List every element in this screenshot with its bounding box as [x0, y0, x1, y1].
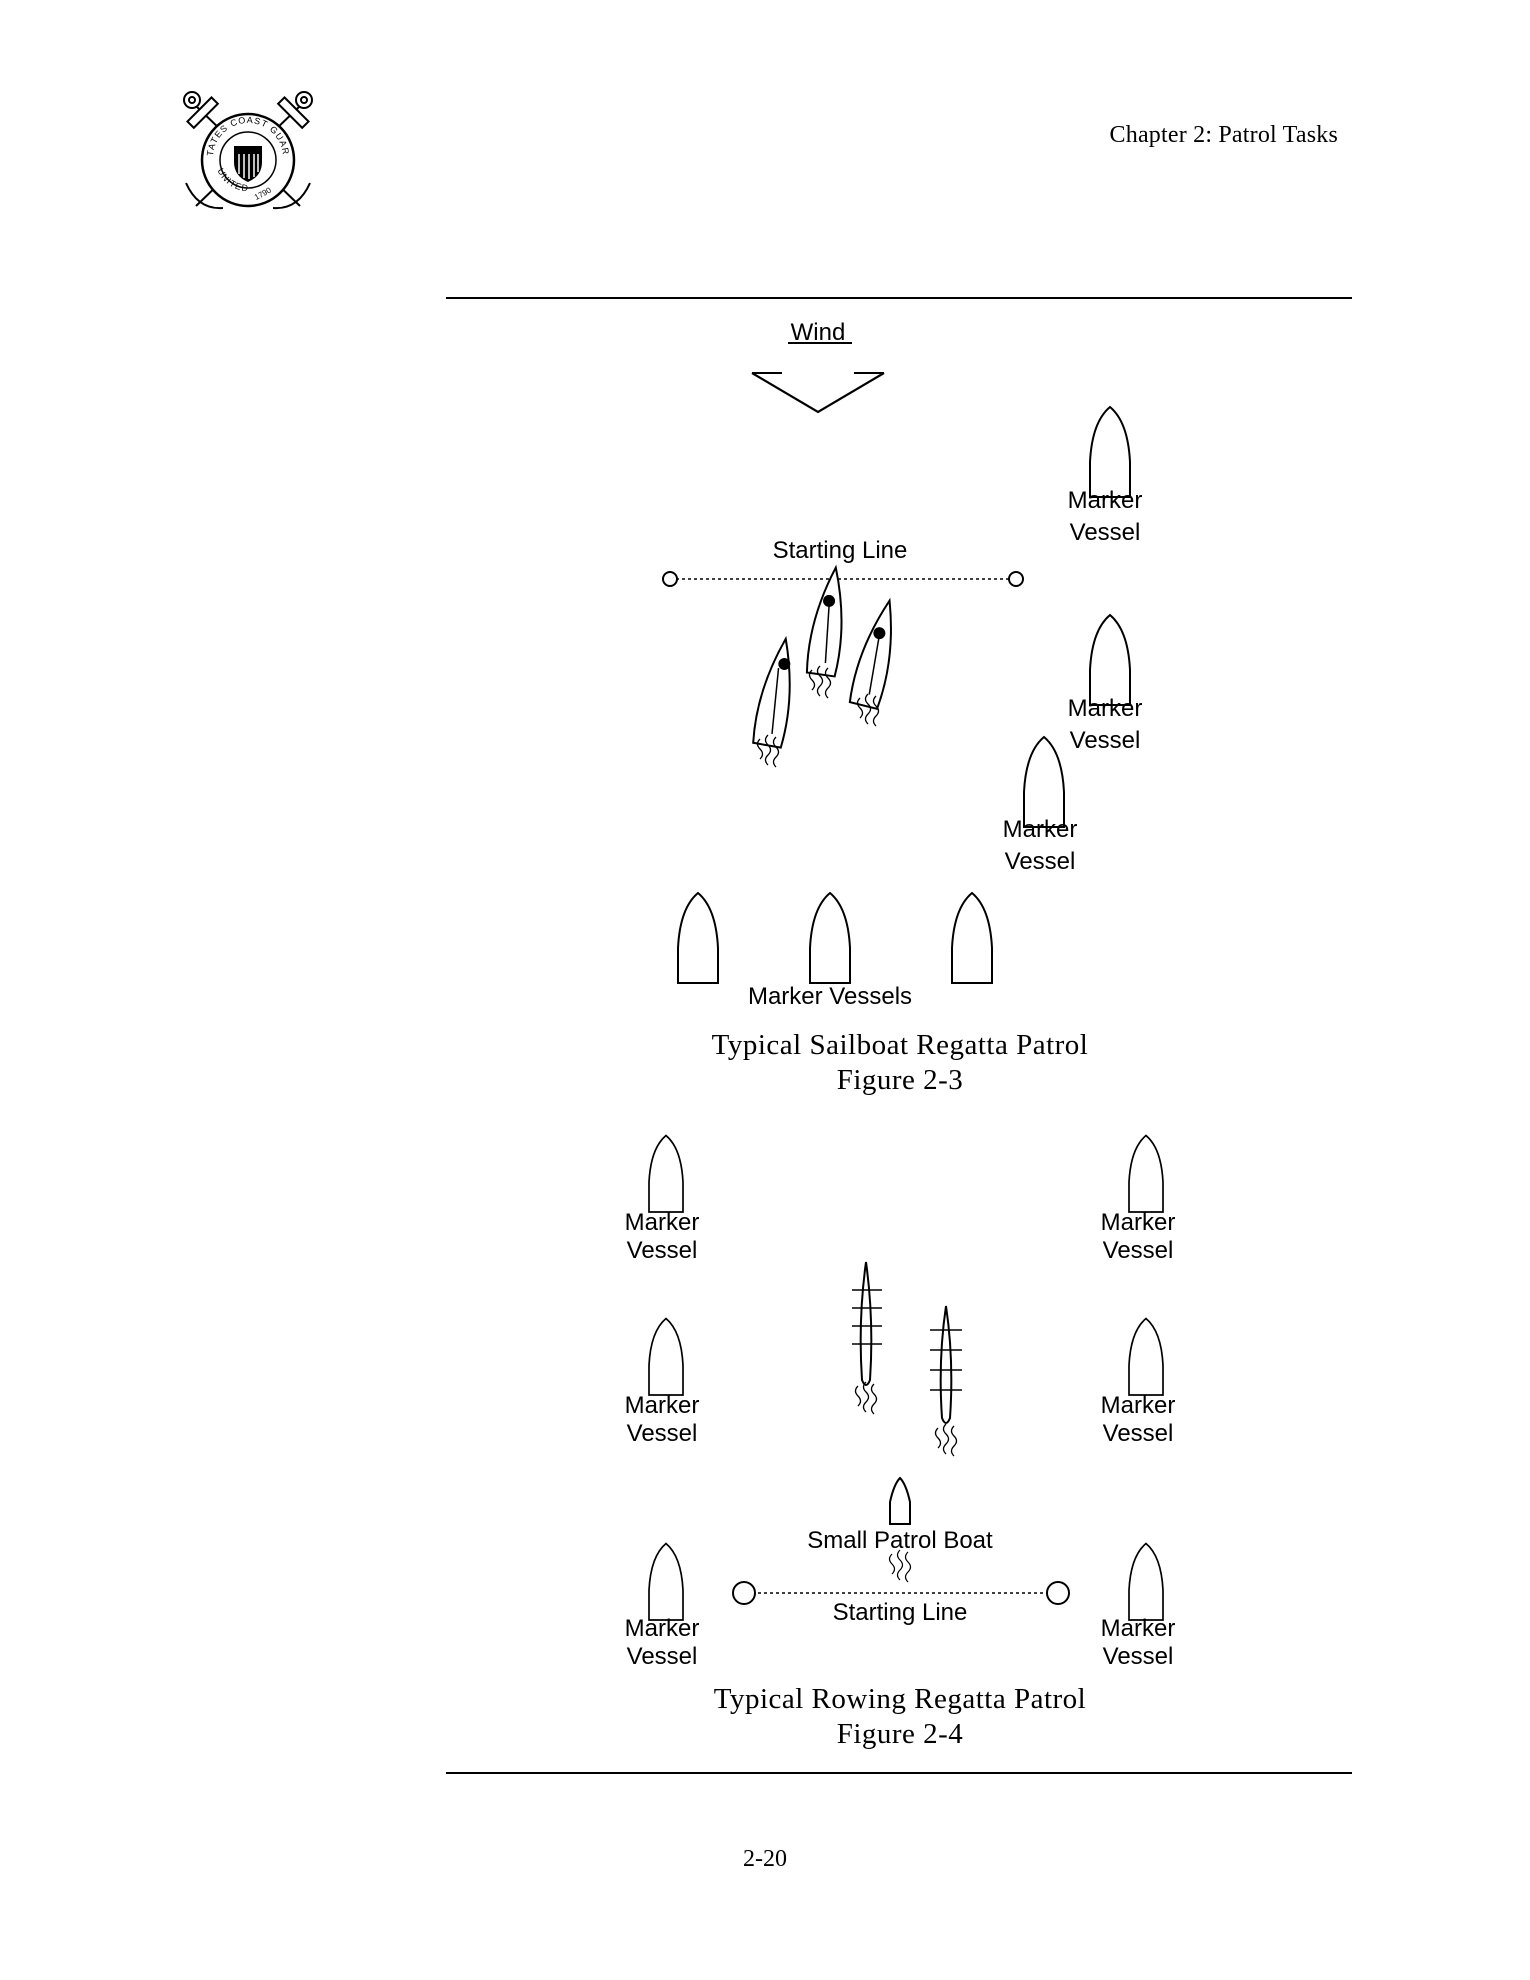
vessel-label: Vessel [627, 1237, 698, 1264]
vessel-label: Vessel [1103, 1420, 1174, 1447]
starting-line-fig4 [732, 1581, 1070, 1605]
rowing-shell [930, 1305, 962, 1457]
sailboat [804, 564, 853, 678]
vessel-label: Vessel [627, 1643, 698, 1670]
marker-label: Marker [625, 1615, 700, 1642]
marker-label: Marker [625, 1209, 700, 1236]
small-patrol-boat [888, 1476, 912, 1583]
marker-vessel [1128, 1542, 1164, 1621]
vessel-label: Vessel [1070, 519, 1141, 546]
caption-title: Typical Sailboat Regatta Patrol [711, 1029, 1089, 1061]
starting-line-label: Starting Line [833, 1599, 968, 1626]
caption-number: Figure 2-3 [836, 1064, 964, 1096]
marker-vessel [648, 1317, 684, 1396]
page-number: 2-20 [743, 1846, 787, 1872]
wind-label: Wind [791, 319, 846, 346]
marker-label: Marker [625, 1392, 700, 1419]
marker-label: Marker [1101, 1392, 1176, 1419]
marker-vessel [1089, 406, 1131, 498]
figure-bottom-rule [446, 1772, 1352, 1774]
figure-top-rule [446, 297, 1352, 299]
starting-line-label: Starting Line [773, 537, 908, 564]
marker-vessels-label: Marker Vessels [748, 983, 912, 1010]
vessel-label: Vessel [1103, 1643, 1174, 1670]
vessel-label: Vessel [1103, 1237, 1174, 1264]
vessel-label: Vessel [1005, 848, 1076, 875]
caption-number: Figure 2-4 [836, 1718, 964, 1750]
marker-vessel [1128, 1134, 1164, 1213]
patrol-boat-label: Small Patrol Boat [807, 1527, 993, 1554]
figure-caption: Typical Rowing Regatta Patrol Figure 2-4 [600, 1682, 1200, 1752]
chapter-header: Chapter 2: Patrol Tasks [1109, 122, 1338, 148]
marker-label: Marker [1101, 1209, 1176, 1236]
starting-line-fig3 [662, 571, 1024, 587]
marker-vessel [1023, 736, 1065, 828]
caption-title: Typical Rowing Regatta Patrol [713, 1683, 1087, 1715]
marker-label: Marker [1101, 1615, 1176, 1642]
marker-vessel [1089, 614, 1131, 706]
marker-label: Marker [1068, 695, 1143, 722]
marker-vessel [809, 892, 851, 984]
coast-guard-seal-icon: STATES COAST GUARD UNITED 1790 [178, 88, 313, 210]
marker-label: Marker [1068, 487, 1143, 514]
figure-caption: Typical Sailboat Regatta Patrol Figure 2… [600, 1028, 1200, 1098]
marker-vessel [677, 892, 719, 984]
vessel-label: Vessel [627, 1420, 698, 1447]
sailboat [847, 595, 906, 711]
rowing-shell [852, 1261, 882, 1415]
marker-label: Marker [1003, 816, 1078, 843]
marker-vessel [648, 1542, 684, 1621]
wind-indicator [751, 342, 885, 414]
marker-vessel [648, 1134, 684, 1213]
vessel-label: Vessel [1070, 727, 1141, 754]
marker-vessel [1128, 1317, 1164, 1396]
sailboat [750, 635, 802, 749]
marker-vessel [951, 892, 993, 984]
